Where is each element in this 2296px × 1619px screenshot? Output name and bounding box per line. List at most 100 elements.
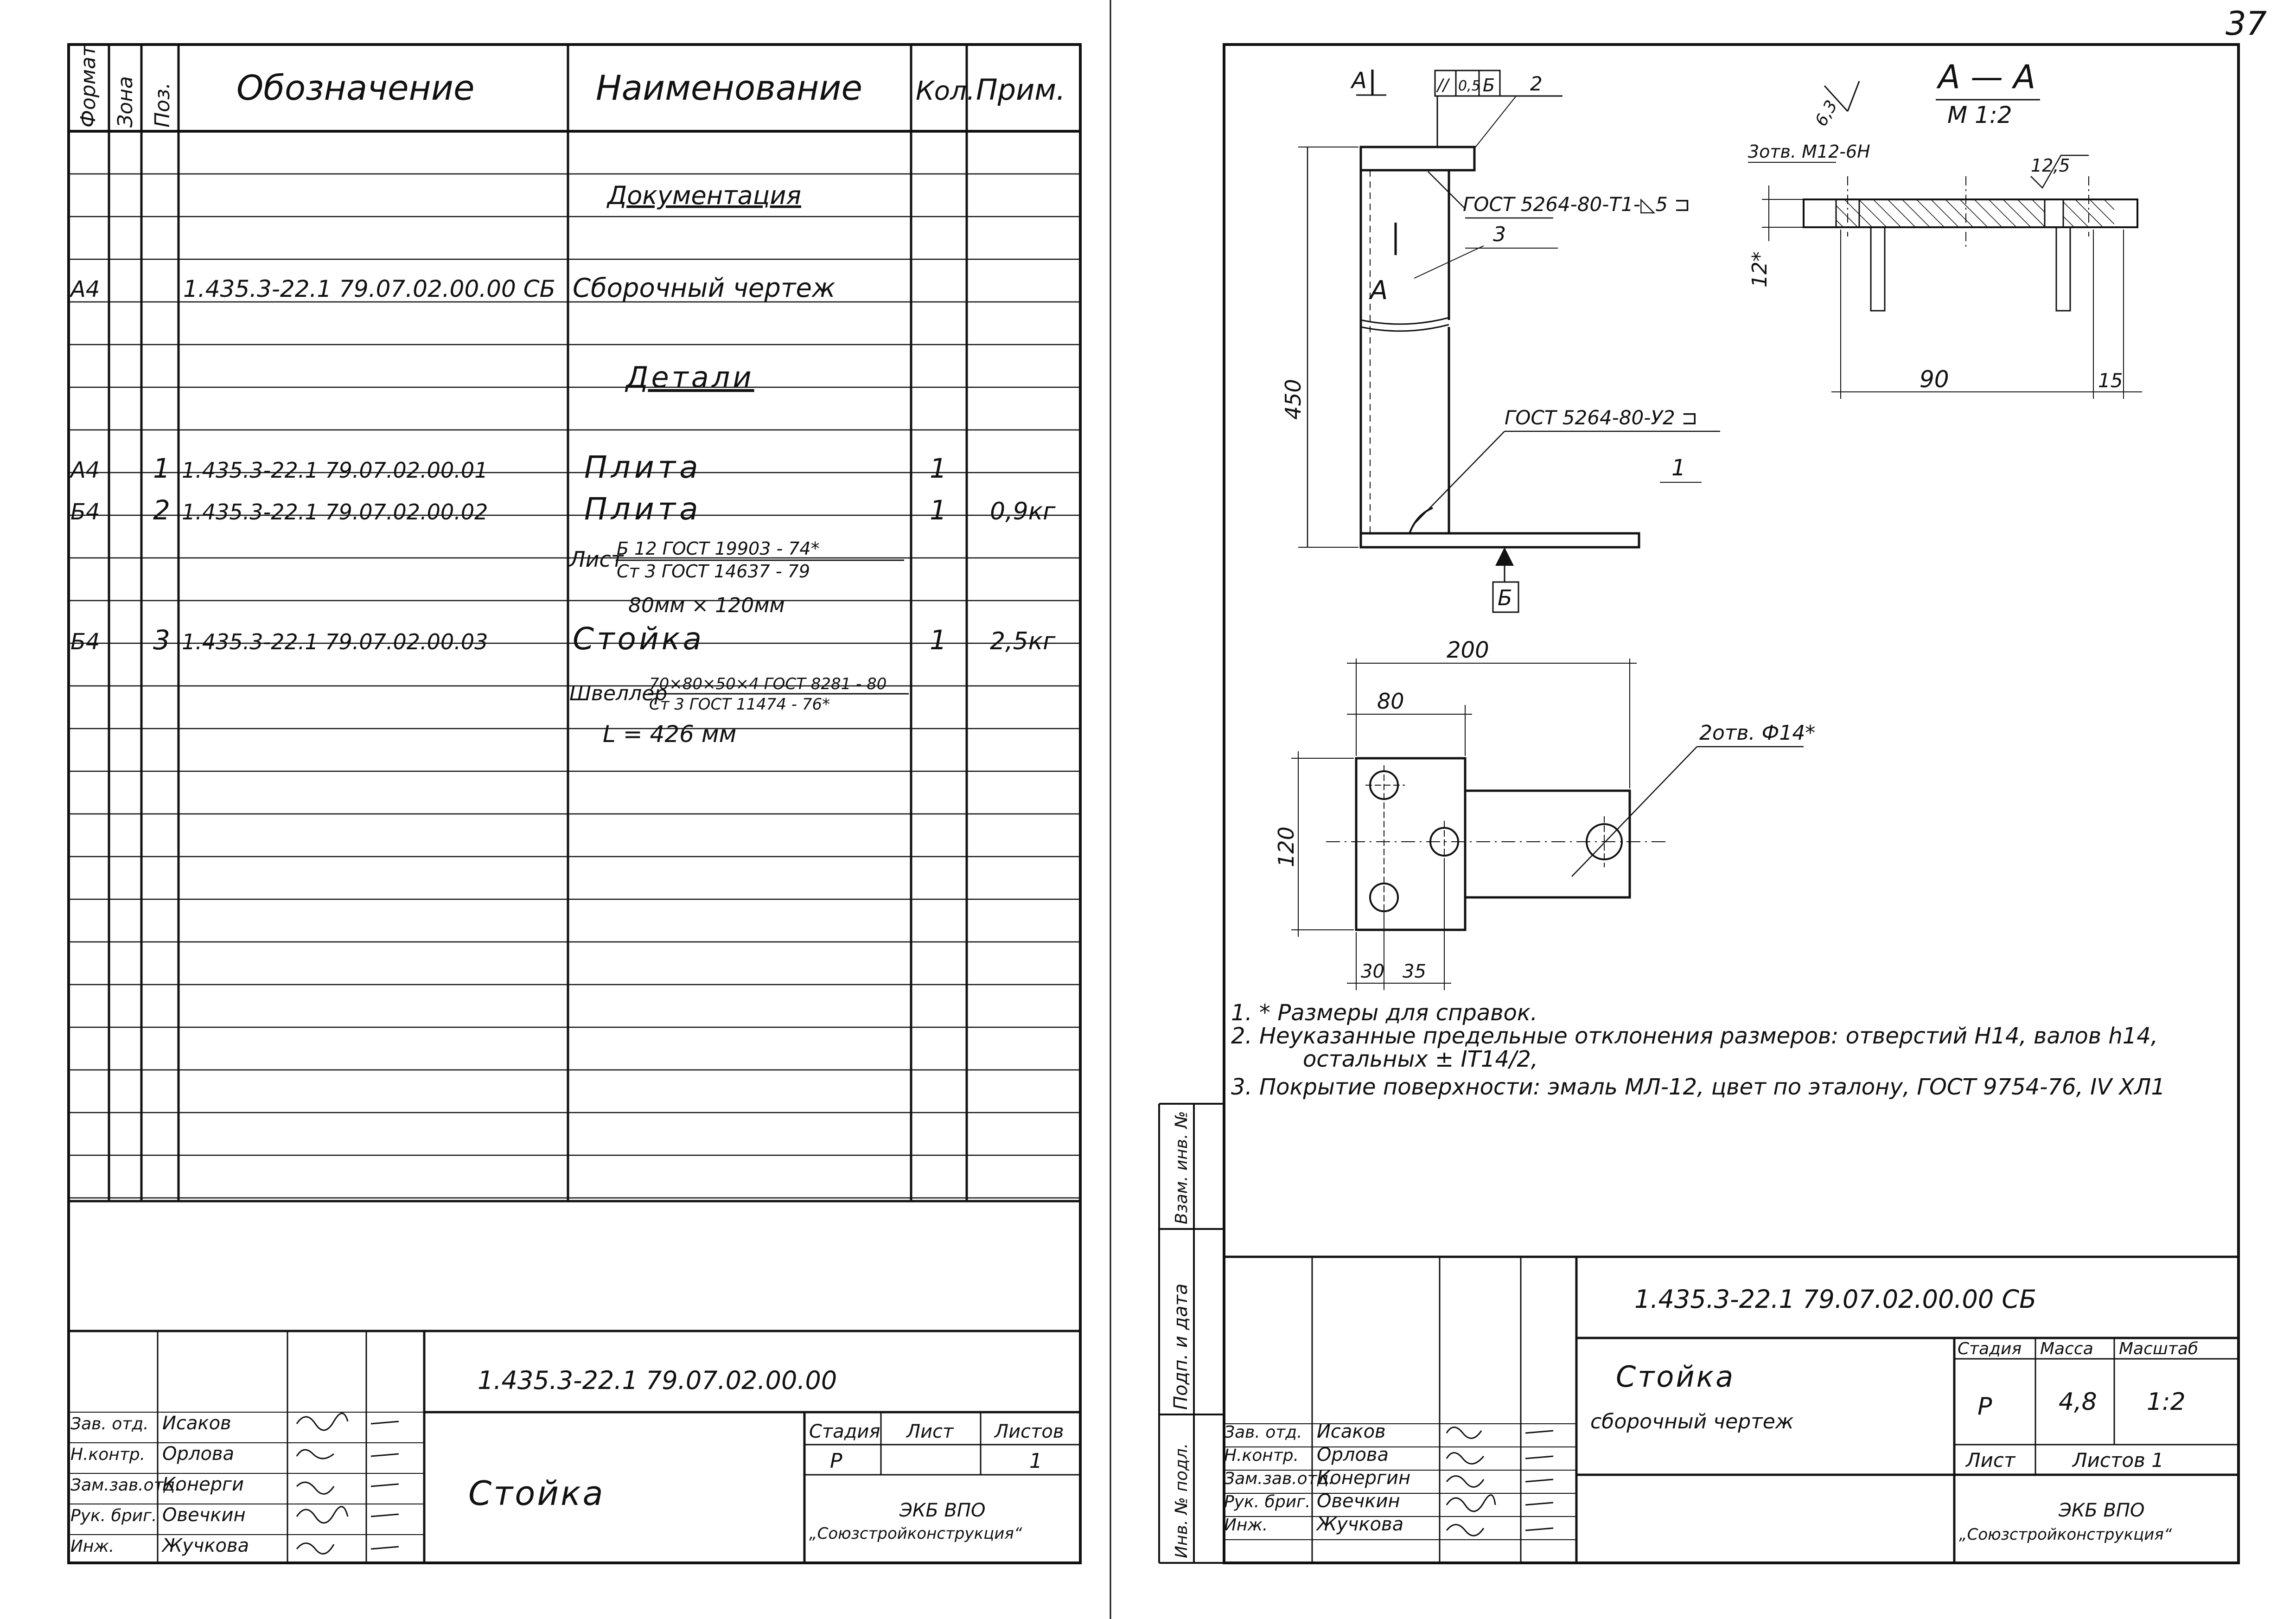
dim-120: 120 — [1274, 826, 1299, 867]
row-format: Б4 — [70, 629, 100, 655]
person: Конерги — [162, 1474, 244, 1495]
material-den: Ст 3 ГОСТ 14637 - 79 — [617, 561, 810, 582]
section-scale: М 1:2 — [1947, 102, 2012, 128]
row-qty: 1 — [930, 494, 947, 526]
technical-notes: 1. * Размеры для справок. 2. Неуказанные… — [1231, 1000, 2165, 1100]
tol-datum: Б — [1483, 75, 1495, 96]
weld-top: ГОСТ 5264-80-Т1-◺5 ⊐ — [1463, 193, 1690, 216]
row-designation: 1.435.3-22.1 79.07.02.00.03 — [182, 629, 488, 654]
material-num: 70×80×50×4 ГОСТ 8281 - 80 — [649, 675, 887, 693]
material-den: Ст 3 ГОСТ 11474 - 76* — [649, 695, 830, 714]
tol-symbol: // — [1436, 76, 1450, 95]
note-2b: остальных ± IT14/2, — [1303, 1046, 1538, 1072]
org-line1: ЭКБ ВПО — [899, 1500, 986, 1521]
row-qty: 1 — [930, 624, 947, 656]
spec-title: Стойка — [468, 1474, 605, 1513]
side-label: Взам. инв. № — [1172, 1111, 1191, 1224]
spec-frame — [67, 43, 1082, 1564]
header-qty: Кол. — [916, 76, 975, 106]
signatures — [296, 1413, 399, 1555]
spec-title-block: 1.435.3-22.1 79.07.02.00.00 Стойка Стади… — [69, 1330, 1080, 1563]
header-pos: Поз. — [151, 83, 174, 128]
dim-200: 200 — [1447, 637, 1489, 663]
row-name: Сборочный чертеж — [573, 273, 835, 303]
holes-d14: 2отв. Ф14* — [1699, 721, 1815, 745]
section-a-a: А — А М 1:2 6,3 3отв. М12-6Н 12,5 — [1748, 58, 2142, 399]
header-note: Прим. — [976, 73, 1065, 107]
drawing-subtitle: сборочный чертеж — [1590, 1410, 1794, 1433]
drawing-code: 1.435.3-22.1 79.07.02.00.00 СБ — [1634, 1285, 2036, 1314]
stage-header: Стадия — [1958, 1339, 2022, 1358]
spec-row-pos2: Б4 2 1.435.3-22.1 79.07.02.00.02 Плита 1… — [70, 491, 1056, 617]
tol-value: 0,5 — [1458, 78, 1480, 94]
row-designation: 1.435.3-22.1 79.07.02.00.01 — [182, 458, 488, 483]
dim-450: 450 — [1281, 379, 1306, 420]
row-pos: 3 — [153, 624, 170, 656]
row-designation: 1.435.3-22.1 79.07.02.00.02 — [182, 499, 488, 525]
side-label: Инв. № подл. — [1172, 1443, 1191, 1558]
row-pos: 2 — [153, 494, 170, 526]
row-qty: 1 — [930, 453, 947, 484]
material-length: L = 426 мм — [603, 721, 736, 748]
header-zone: Зона — [114, 76, 137, 128]
row-format: А4 — [69, 457, 100, 483]
scale-value: 1:2 — [2147, 1388, 2186, 1416]
note-2: 2. Неуказанные предельные отклонения раз… — [1231, 1023, 2158, 1049]
assembly-sheet: Взам. инв. № Подп. и дата Инв. № подл. 4… — [1158, 43, 2240, 1564]
datum-letter: Б — [1498, 585, 1512, 610]
spec-row-pos3: Б4 3 1.435.3-22.1 79.07.02.00.03 Стойка … — [70, 621, 1056, 748]
role: Инж. — [1224, 1516, 1268, 1535]
scale-header: Масштаб — [2119, 1339, 2198, 1358]
row-pos: 1 — [153, 453, 170, 484]
role: Зав. отд. — [1224, 1423, 1302, 1442]
material-size: 80мм × 120мм — [628, 594, 785, 617]
mass-header: Масса — [2040, 1339, 2093, 1358]
person: Исаков — [1317, 1421, 1386, 1442]
row-format: А4 — [69, 276, 100, 302]
stage-value: Р — [1977, 1393, 1992, 1421]
header-format: Формат — [77, 44, 100, 128]
stage-value: Р — [830, 1449, 842, 1473]
person: Жучкова — [161, 1535, 249, 1556]
section-documentation: Документация — [606, 181, 801, 210]
org-line1: ЭКБ ВПО — [2058, 1500, 2145, 1521]
material-prefix: Лист — [568, 547, 624, 572]
note-3: 3. Покрытие поверхности: эмаль МЛ-12, цв… — [1231, 1074, 2165, 1100]
person: Овечкин — [162, 1504, 246, 1526]
side-label: Подп. и дата — [1170, 1284, 1192, 1410]
spec-code: 1.435.3-22.1 79.07.02.00.00 — [478, 1366, 837, 1395]
section-parts: Детали — [625, 360, 754, 394]
role: Н.контр. — [1224, 1446, 1299, 1465]
drawing-title: Стойка — [1616, 1360, 1735, 1394]
org-line2: „Союзстройконструкция“ — [1959, 1525, 2172, 1544]
person: Овечкин — [1317, 1491, 1400, 1512]
stage-header: Стадия — [809, 1421, 880, 1442]
dim-30: 30 — [1361, 961, 1384, 982]
spec-row-pos1: А4 1 1.435.3-22.1 79.07.02.00.01 Плита 1 — [69, 449, 947, 485]
dim-15: 15 — [2098, 369, 2123, 392]
role: Н.контр. — [70, 1445, 145, 1464]
front-view: 450 А А // 0,5 Б 2 ГОСТ 5264-80-Т1-◺5 ⊐ … — [1281, 68, 1720, 613]
role: Зав. отд. — [70, 1414, 149, 1433]
roughness-63: 6,3 — [1811, 97, 1841, 129]
dim-80: 80 — [1377, 689, 1404, 714]
cut-letter-side: А — [1369, 275, 1388, 306]
row-name: Стойка — [573, 621, 704, 657]
row-format: Б4 — [70, 499, 100, 525]
drawing-title-block: 1.435.3-22.1 79.07.02.00.00 СБ Стойка сб… — [1224, 1255, 2239, 1563]
person: Орлова — [162, 1443, 234, 1465]
person: Орлова — [1317, 1444, 1389, 1465]
material-num: Б 12 ГОСТ 19903 - 74* — [617, 538, 820, 559]
row-note: 0,9кг — [990, 498, 1056, 525]
sheet-header: Лист — [906, 1421, 954, 1442]
person: Исаков — [162, 1413, 231, 1434]
row-designation: 1.435.3-22.1 79.07.02.00.00 СБ — [183, 275, 555, 302]
row-name: Плита — [584, 491, 702, 527]
leader-3: 3 — [1493, 223, 1506, 246]
drawing-frame — [1223, 43, 2240, 1564]
mass-value: 4,8 — [2059, 1388, 2097, 1416]
role: Рук. бриг. — [70, 1506, 157, 1525]
section-label: А — А — [1936, 58, 2035, 96]
header-designation: Обозначение — [236, 68, 474, 108]
page-number: 37 — [2226, 5, 2267, 43]
